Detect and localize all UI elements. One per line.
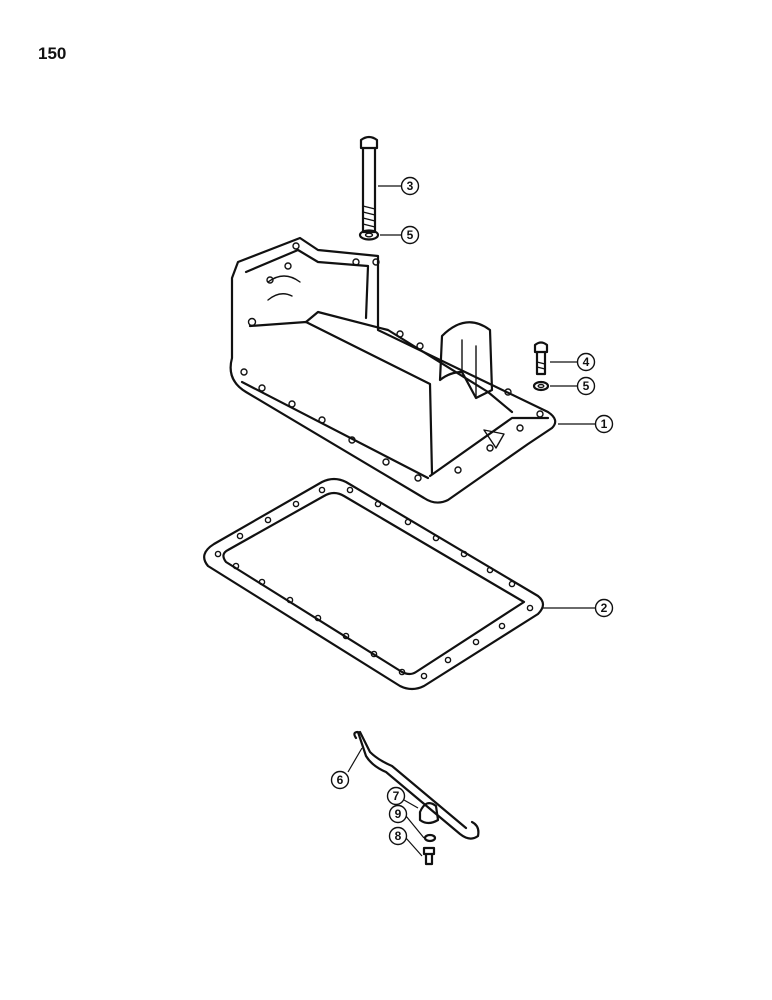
callout-6: 6 bbox=[330, 770, 350, 790]
long-bolt-part-3 bbox=[359, 135, 379, 234]
lock-washer-part-5-upper bbox=[358, 229, 380, 241]
callout-5-lower: 5 bbox=[576, 376, 596, 396]
svg-text:2: 2 bbox=[601, 601, 608, 615]
svg-text:1: 1 bbox=[601, 417, 608, 431]
pan-housing-part-1 bbox=[229, 236, 557, 504]
callout-9: 9 bbox=[388, 804, 408, 824]
svg-text:5: 5 bbox=[583, 379, 590, 393]
bent-tube-part-6 bbox=[353, 730, 480, 840]
svg-text:4: 4 bbox=[583, 355, 590, 369]
lock-washer-part-5-lower bbox=[532, 380, 550, 392]
callout-8: 8 bbox=[388, 826, 408, 846]
callout-7: 7 bbox=[386, 786, 406, 806]
svg-text:6: 6 bbox=[337, 773, 344, 787]
callout-1: 1 bbox=[594, 414, 614, 434]
svg-text:7: 7 bbox=[393, 789, 400, 803]
callout-3: 3 bbox=[400, 176, 420, 196]
short-bolt-part-4 bbox=[533, 341, 549, 376]
callout-4: 4 bbox=[576, 352, 596, 372]
svg-text:3: 3 bbox=[407, 179, 414, 193]
svg-text:5: 5 bbox=[407, 228, 414, 242]
housing-bolt-holes bbox=[240, 242, 544, 482]
gasket-bolt-holes bbox=[214, 486, 534, 680]
gasket-part-2 bbox=[203, 477, 545, 691]
washer-part-9 bbox=[423, 833, 437, 843]
leader-lines bbox=[347, 185, 596, 857]
svg-text:8: 8 bbox=[395, 829, 402, 843]
callout-5-upper: 5 bbox=[400, 225, 420, 245]
clip-part-7 bbox=[418, 802, 440, 825]
callout-2: 2 bbox=[594, 598, 614, 618]
screw-part-8 bbox=[422, 846, 436, 866]
svg-text:9: 9 bbox=[395, 807, 402, 821]
page-number: 150 bbox=[38, 44, 67, 63]
